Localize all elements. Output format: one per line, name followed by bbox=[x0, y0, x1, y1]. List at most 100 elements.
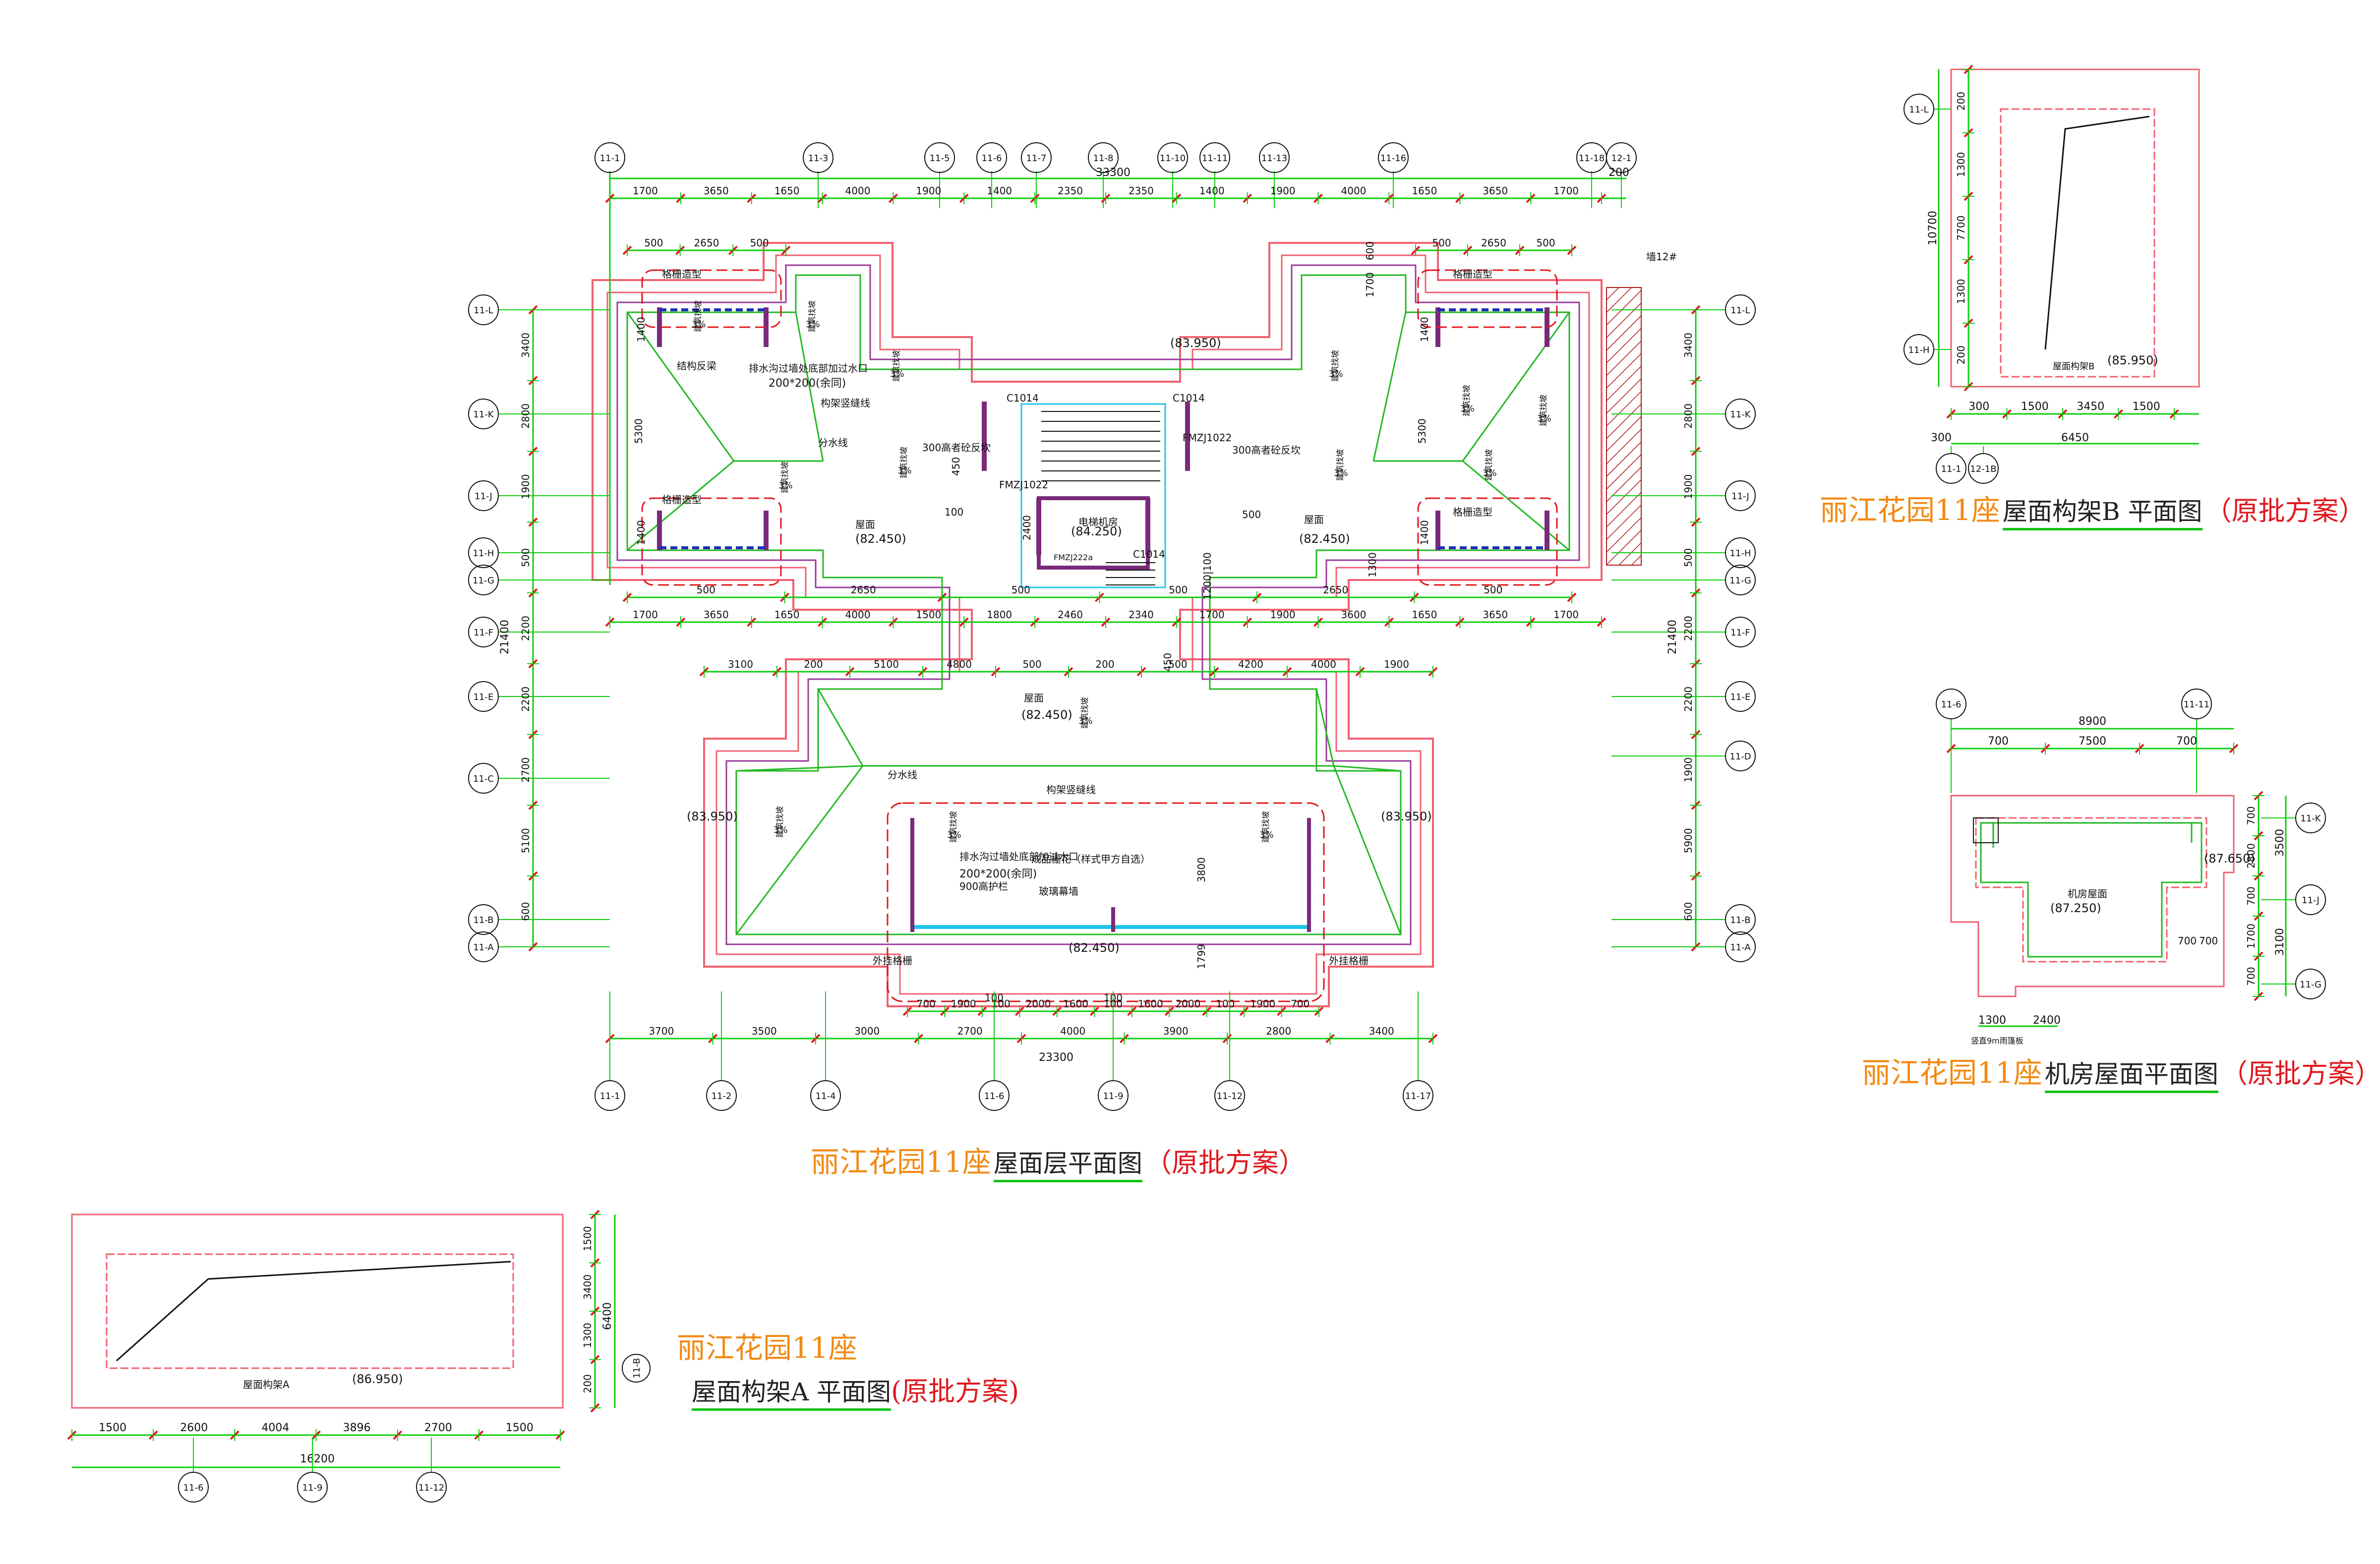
d1700: 1700 bbox=[1364, 272, 1376, 297]
top-axis-0-bubble bbox=[595, 142, 625, 173]
right-dim-0: 3400 bbox=[1682, 333, 1694, 358]
plan-a-label: 屋面构架A bbox=[243, 1379, 290, 1390]
mid-dim2-0: 3100 bbox=[728, 658, 753, 670]
plan-b-dim-lines bbox=[1938, 69, 2199, 445]
slope-label-7: 建筑找坡 bbox=[1539, 395, 1548, 426]
top-axis-0: 11-1 bbox=[600, 153, 620, 164]
plan-a-right-total: 6400 bbox=[601, 1302, 614, 1330]
parapet-outline bbox=[592, 242, 1603, 1007]
top-axis-1-bubble bbox=[803, 142, 833, 173]
d1400c: 1400 bbox=[1419, 317, 1430, 342]
plan-a-outer bbox=[71, 1214, 564, 1409]
top-dim-lines bbox=[609, 171, 1626, 585]
right-axis-6: 11-E bbox=[1730, 692, 1751, 702]
left-dim-2: 1900 bbox=[520, 474, 532, 499]
left-axis-5-bubble bbox=[468, 617, 499, 647]
plan-b-ldim-3: 1300 bbox=[1955, 279, 1967, 304]
mid-dim2-2: 5100 bbox=[874, 658, 899, 670]
plan-a-elev: (86.950) bbox=[352, 1372, 403, 1386]
plan-c-raxis-0: 11-K bbox=[2300, 813, 2321, 824]
left-dim-5: 2200 bbox=[520, 687, 532, 712]
top-dim-1: 3650 bbox=[704, 185, 729, 197]
slope-label-5: 建筑找坡 bbox=[1330, 350, 1340, 382]
left-axis-9-bubble bbox=[468, 931, 499, 962]
plan-a-ridge bbox=[116, 1261, 511, 1362]
slope-label-3: 建筑找坡 bbox=[780, 462, 789, 493]
d1300: 1300 bbox=[1367, 552, 1378, 578]
plan-c-dim-1: 7500 bbox=[2079, 735, 2106, 748]
top-dim-12: 3650 bbox=[1483, 185, 1508, 197]
left-axis-9: 11-A bbox=[473, 942, 494, 953]
right-axis-6-bubble bbox=[1725, 681, 1756, 712]
right-dim-6: 1900 bbox=[1682, 757, 1694, 783]
plan-a-title: 丽江花园11座 bbox=[677, 1333, 857, 1362]
bottom-axis-2: 11-4 bbox=[816, 1091, 836, 1101]
left-axis-0: 11-L bbox=[474, 305, 493, 316]
right-axis-7: 11-D bbox=[1729, 752, 1751, 762]
left-dim-8: 600 bbox=[520, 902, 532, 921]
bottom-axis-0: 11-1 bbox=[600, 1091, 620, 1101]
plan-a-dim-1: 2600 bbox=[180, 1422, 208, 1434]
left-axis-8-bubble bbox=[468, 904, 499, 935]
plan-c-raxis-0-bubble bbox=[2295, 803, 2326, 833]
mid-dim1-8: 1700 bbox=[1199, 609, 1225, 621]
main-plan-title: 丽江花园11座 屋面层平面图 （原批方案） bbox=[811, 1148, 1306, 1182]
d1200: 1200|100 bbox=[1201, 552, 1213, 600]
left-total-dim: 21400 bbox=[499, 620, 511, 654]
plan-a-rdim-2: 1300 bbox=[582, 1323, 594, 1348]
plan-a-title-note: (原批方案) bbox=[891, 1376, 1019, 1407]
plan-c-title-project: 丽江花园11座 bbox=[1862, 1056, 2042, 1090]
plan-b-ldim-2: 7700 bbox=[1955, 216, 1967, 241]
elev-m: (82.450) bbox=[1021, 708, 1072, 722]
mid-dim2-7: 4200 bbox=[1238, 658, 1263, 670]
right-dim-1: 2800 bbox=[1682, 404, 1694, 429]
plan-c-raxis-1-bubble bbox=[2295, 884, 2326, 915]
top-dim-8: 1400 bbox=[1199, 185, 1225, 197]
d450: 450 bbox=[950, 457, 962, 476]
right-axis-8: 11-B bbox=[1730, 915, 1750, 926]
top-axis-3-bubble bbox=[976, 142, 1007, 173]
plan-b-laxis-1-bubble bbox=[1904, 334, 1934, 365]
bottom-axis-5: 11-12 bbox=[1217, 1091, 1243, 1101]
mid-dim2-8: 4000 bbox=[1311, 658, 1336, 670]
plan-a-title-2: 屋面构架A 平面图(原批方案) bbox=[692, 1376, 1019, 1411]
left-axis-0-bubble bbox=[468, 294, 499, 325]
left-axis-7-bubble bbox=[468, 763, 499, 794]
plan-c-raxis-2-bubble bbox=[2295, 969, 2326, 999]
bottom-dim0-3: 2000 bbox=[1026, 998, 1051, 1010]
top-dim-9: 1900 bbox=[1270, 185, 1296, 197]
right-dim-7: 5900 bbox=[1682, 828, 1694, 853]
d450b: 450 bbox=[1162, 653, 1174, 672]
plan-c-axis-1: 11-11 bbox=[2184, 699, 2209, 710]
plan-c-axis-0-bubble bbox=[1936, 689, 1966, 719]
d5300a: 5300 bbox=[633, 418, 645, 444]
mid-dim1-11: 1650 bbox=[1412, 609, 1437, 621]
roof-slope-lines bbox=[626, 274, 1570, 935]
fm1022-b: FMZJ1022 bbox=[1183, 432, 1232, 444]
d2400: 2400 bbox=[1021, 515, 1033, 540]
right-axis-3: 11-H bbox=[1730, 548, 1751, 559]
top-axis-7: 11-11 bbox=[1202, 153, 1228, 164]
plan-c-dim-0: 700 bbox=[1988, 735, 2009, 748]
top-dim-4: 1900 bbox=[916, 185, 941, 197]
plan-b-ridge bbox=[2044, 116, 2150, 350]
top-axis-4: 11-7 bbox=[1026, 153, 1047, 164]
plan-c-axis-1-bubble bbox=[2181, 689, 2212, 719]
bottom-dim0-8: 100 bbox=[1216, 998, 1235, 1010]
plan-b-baxis-0: 11-1 bbox=[1941, 464, 1962, 474]
slope-label-0: 建筑找坡 bbox=[693, 300, 703, 332]
bottom-dim0-9: 1900 bbox=[1250, 998, 1275, 1010]
slope-pct-11: 3% bbox=[774, 825, 788, 835]
top-dim-3: 4000 bbox=[845, 185, 871, 197]
bottom-axis-1-bubble bbox=[706, 1080, 737, 1111]
plan-c-rdim-2: 700 bbox=[2245, 886, 2257, 905]
balcony-line bbox=[887, 802, 1325, 1002]
